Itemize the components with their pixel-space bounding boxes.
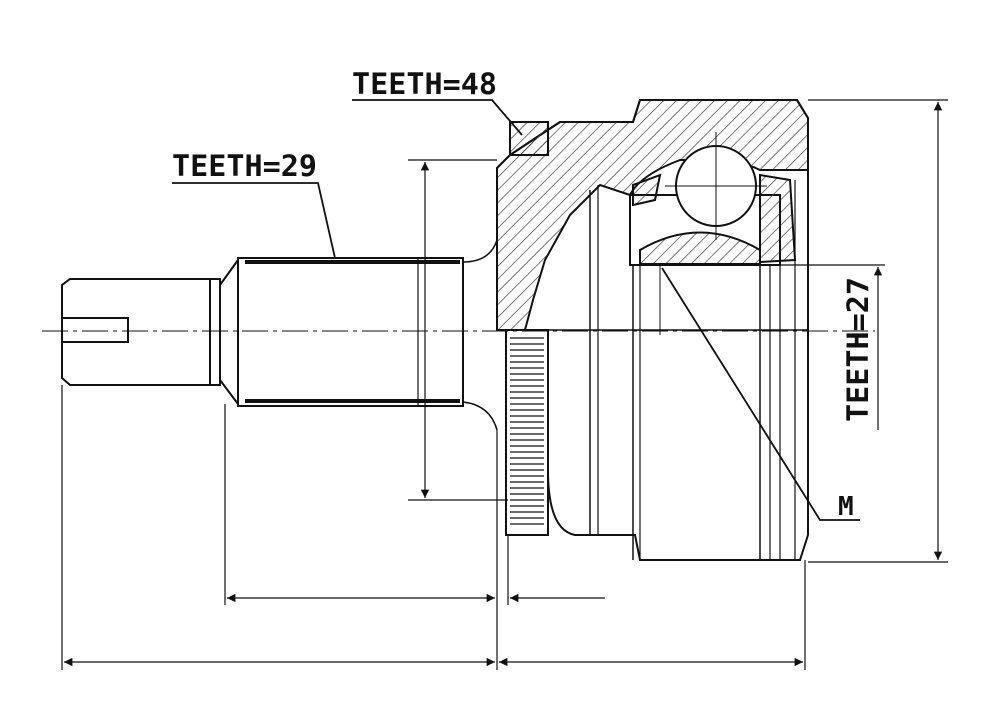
spline-shaft bbox=[237, 257, 464, 407]
abs-mount-flange bbox=[509, 121, 549, 156]
label-m: M bbox=[838, 492, 854, 522]
label-teeth-27: TEETH=27 bbox=[841, 277, 875, 422]
leader-teeth-48 bbox=[352, 99, 523, 136]
leader-marker bbox=[661, 267, 860, 521]
leader-teeth-29 bbox=[172, 182, 336, 259]
label-teeth-29: TEETH=29 bbox=[172, 149, 317, 183]
label-teeth-48: TEETH=48 bbox=[352, 67, 497, 101]
inner-race-hatch bbox=[639, 231, 761, 265]
shaft-neck bbox=[210, 278, 221, 386]
abs-ring bbox=[505, 329, 549, 536]
shaft-tip bbox=[61, 278, 211, 386]
shaft-neck-taper bbox=[219, 259, 239, 405]
tip-slot bbox=[62, 317, 129, 343]
